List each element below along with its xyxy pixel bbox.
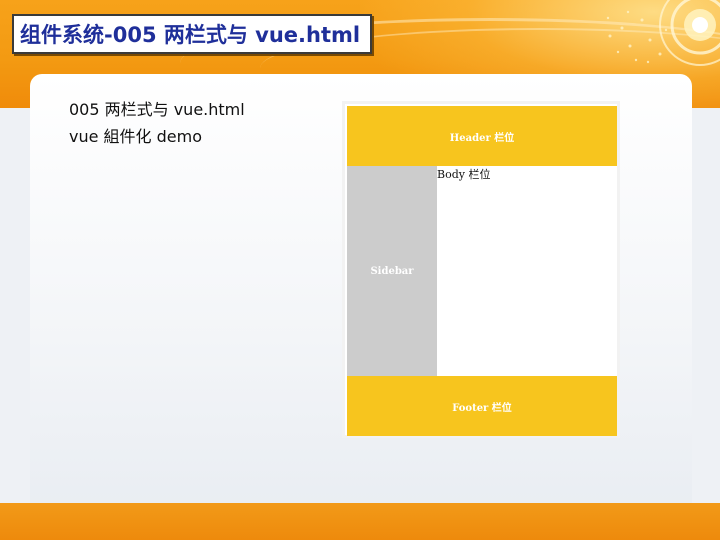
content-line-filename: 005 两栏式与 vue.html: [69, 100, 245, 119]
demo-body-label: Body 栏位: [437, 168, 491, 181]
slide-title-box: 组件系统-005 两栏式与 vue.html: [12, 14, 372, 54]
demo-sidebar-label: Sidebar: [370, 265, 414, 277]
banner-swoosh: [180, 18, 720, 108]
content-line-description: vue 組件化 demo: [69, 127, 203, 146]
demo-header: Header 栏位: [347, 106, 617, 166]
demo-header-label: Header 栏位: [449, 132, 515, 144]
banner-swoosh-secondary: [260, 28, 720, 108]
demo-layout-preview: Header 栏位 Sidebar Body 栏位 Footer 栏位: [342, 101, 620, 438]
demo-sidebar: Sidebar: [347, 166, 437, 376]
demo-body: Body 栏位: [437, 166, 617, 376]
slide-title: 组件系统-005 两栏式与 vue.html: [20, 23, 361, 47]
decorative-dots-icon: [606, 10, 668, 64]
content-text: 005 两栏式与 vue.html vue 組件化 demo: [69, 100, 245, 154]
demo-footer: Footer 栏位: [347, 376, 617, 436]
bottom-bar: [0, 503, 720, 540]
sunburst-icon: [659, 0, 720, 66]
demo-footer-label: Footer 栏位: [452, 402, 512, 414]
